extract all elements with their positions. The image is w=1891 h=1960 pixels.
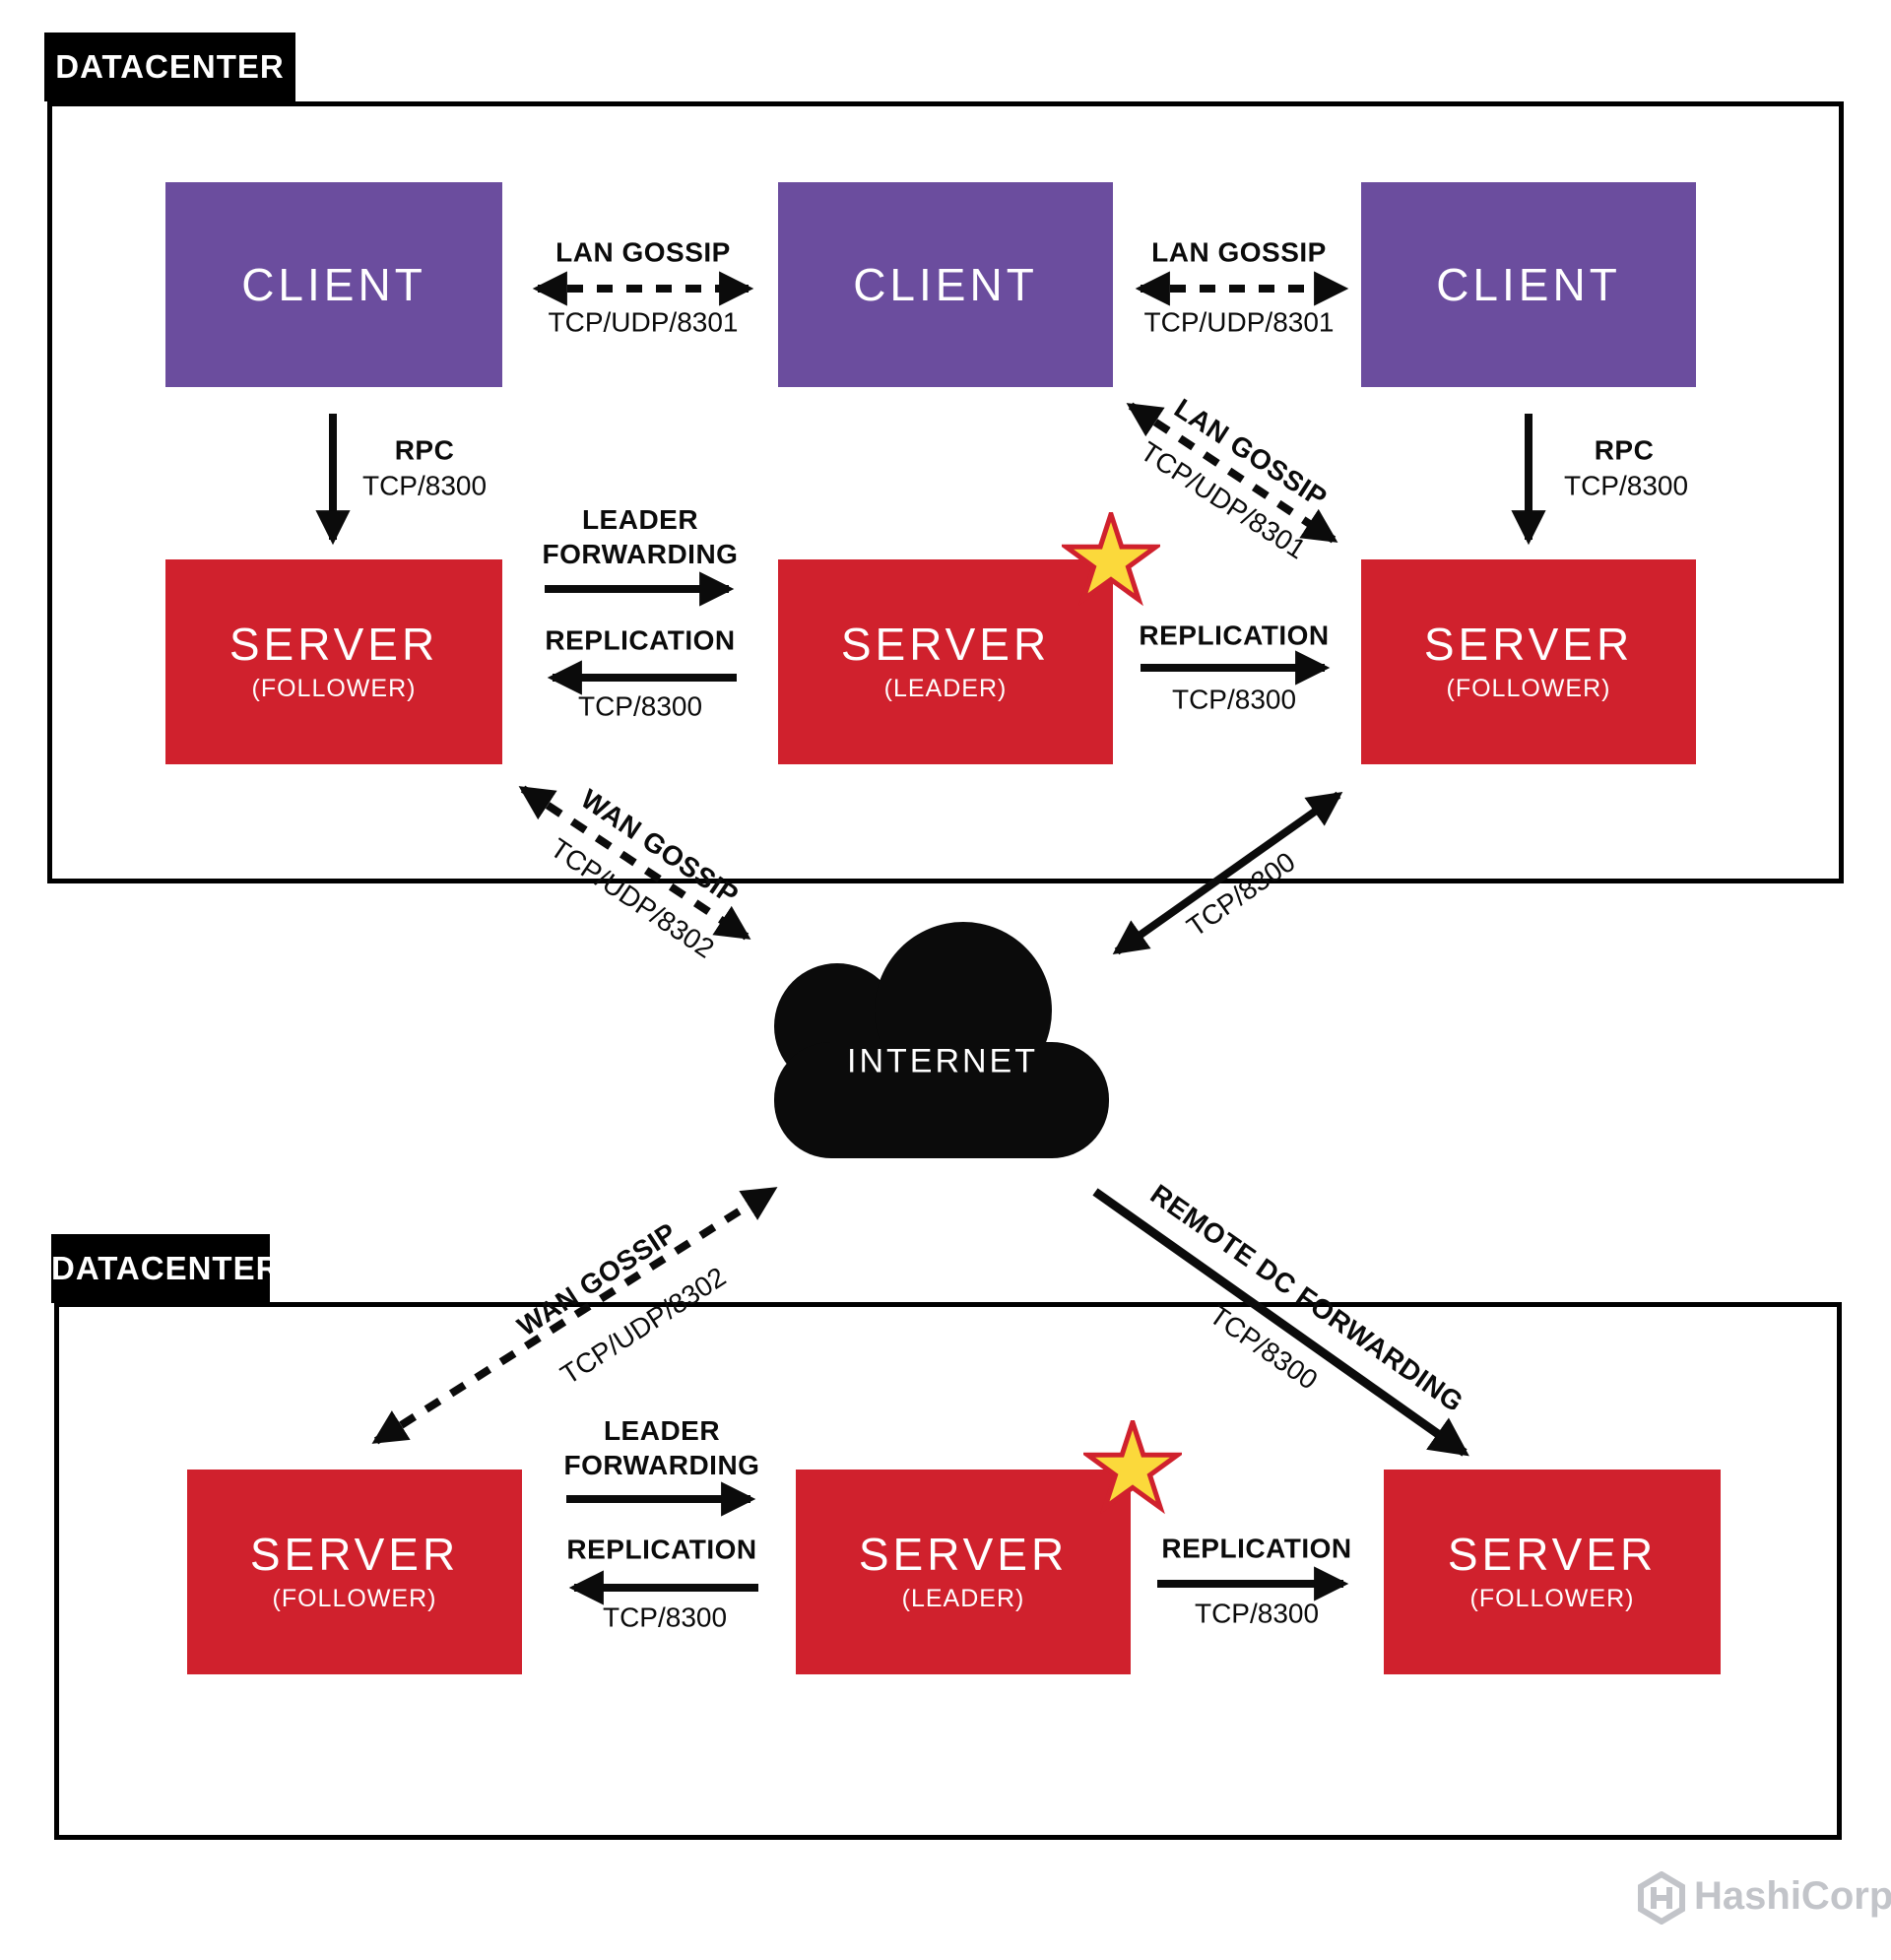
server-role: (FOLLOWER) — [1446, 674, 1611, 702]
internet-cloud-icon — [774, 922, 1109, 1158]
server-role: (FOLLOWER) — [272, 1584, 437, 1612]
leader-forwarding-2-title: LEADER FORWARDING — [563, 1415, 760, 1480]
leader-star-icon — [1062, 512, 1160, 607]
server-label: SERVER — [228, 619, 439, 671]
client-label: CLIENT — [1436, 258, 1621, 310]
dc1-server-follower-2: SERVER (FOLLOWER) — [1361, 559, 1696, 764]
hashicorp-logo-icon — [1638, 1871, 1685, 1925]
dc1-client-2: CLIENT — [778, 182, 1113, 387]
server-label: SERVER — [249, 1529, 460, 1581]
server-role: (FOLLOWER) — [251, 674, 417, 702]
lan-gossip-2-title: LAN GOSSIP — [1151, 236, 1327, 268]
server-role: (LEADER) — [901, 1584, 1025, 1612]
replication-left-1-title: REPLICATION — [545, 624, 736, 656]
dc1-client-1: CLIENT — [165, 182, 502, 387]
datacenter2-tab: DATACENTER 2 — [51, 1234, 279, 1355]
dc2-server-follower-1: SERVER (FOLLOWER) — [187, 1470, 522, 1674]
dc1-server-leader: SERVER (LEADER) — [778, 559, 1113, 764]
rpc-2-title: RPC — [1594, 434, 1655, 466]
dc1-client-3: CLIENT — [1361, 182, 1696, 387]
server-role: (LEADER) — [883, 674, 1008, 702]
leader-star-icon — [1083, 1420, 1182, 1515]
internet-label: INTERNET — [847, 1042, 1038, 1080]
replication-right-1-port: TCP/8300 — [1171, 684, 1297, 715]
client-label: CLIENT — [853, 258, 1038, 310]
lan-gossip-1-port: TCP/UDP/8301 — [548, 306, 739, 338]
dc2-server-leader: SERVER (LEADER) — [796, 1470, 1131, 1674]
replication-right-2-title: REPLICATION — [1161, 1533, 1352, 1564]
server-role: (FOLLOWER) — [1469, 1584, 1635, 1612]
lan-gossip-2-port: TCP/UDP/8301 — [1143, 306, 1335, 338]
client-label: CLIENT — [241, 258, 426, 310]
server-label: SERVER — [1423, 619, 1634, 671]
rpc-2-port: TCP/8300 — [1563, 470, 1689, 501]
lan-gossip-1-title: LAN GOSSIP — [555, 236, 731, 268]
datacenter1-tab: DATACENTER 1 — [44, 33, 295, 154]
server-label: SERVER — [840, 619, 1051, 671]
leader-forwarding-1-title: LEADER FORWARDING — [542, 504, 739, 569]
dc2-server-follower-2: SERVER (FOLLOWER) — [1384, 1470, 1721, 1674]
replication-right-1-title: REPLICATION — [1139, 620, 1330, 651]
rpc-1-title: RPC — [394, 434, 455, 466]
server-label: SERVER — [1447, 1529, 1658, 1581]
server-label: SERVER — [858, 1529, 1069, 1581]
replication-right-2-port: TCP/8300 — [1194, 1598, 1320, 1629]
replication-left-1-port: TCP/8300 — [577, 690, 703, 722]
replication-left-2-port: TCP/8300 — [602, 1601, 728, 1633]
hashicorp-logo-text: HashiCorp — [1694, 1874, 1891, 1918]
rpc-1-port: TCP/8300 — [361, 470, 488, 501]
dc1-server-follower-1: SERVER (FOLLOWER) — [165, 559, 502, 764]
replication-left-2-title: REPLICATION — [566, 1534, 757, 1565]
